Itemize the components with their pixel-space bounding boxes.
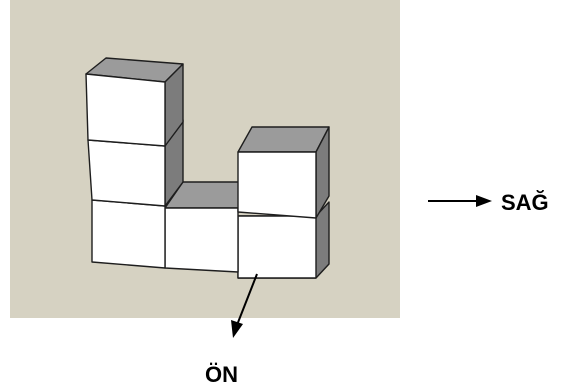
cube-left-middle-front [87, 139, 166, 207]
cube-left-bottom-front [91, 199, 166, 269]
right-arrow-head [476, 195, 492, 207]
cube-top-right-top [237, 126, 330, 153]
cube-bottom-middle-front [164, 207, 239, 273]
front-label: ÖN [205, 362, 238, 387]
cube-left-middle [87, 119, 184, 207]
cube-left-top-front [85, 73, 166, 147]
cube-top-right [237, 126, 330, 219]
front-arrow [231, 273, 258, 338]
right-arrow [428, 195, 492, 207]
front-arrow-head [231, 320, 243, 338]
cube-left-top [85, 57, 184, 147]
cube-bottom-right-front [237, 215, 317, 279]
cube-top-right-front [237, 151, 317, 219]
cube-left-bottom [91, 199, 166, 269]
right-label: SAĞ [501, 190, 549, 215]
cube-bottom-right [237, 201, 330, 279]
front-arrow-shaft [236, 273, 258, 326]
